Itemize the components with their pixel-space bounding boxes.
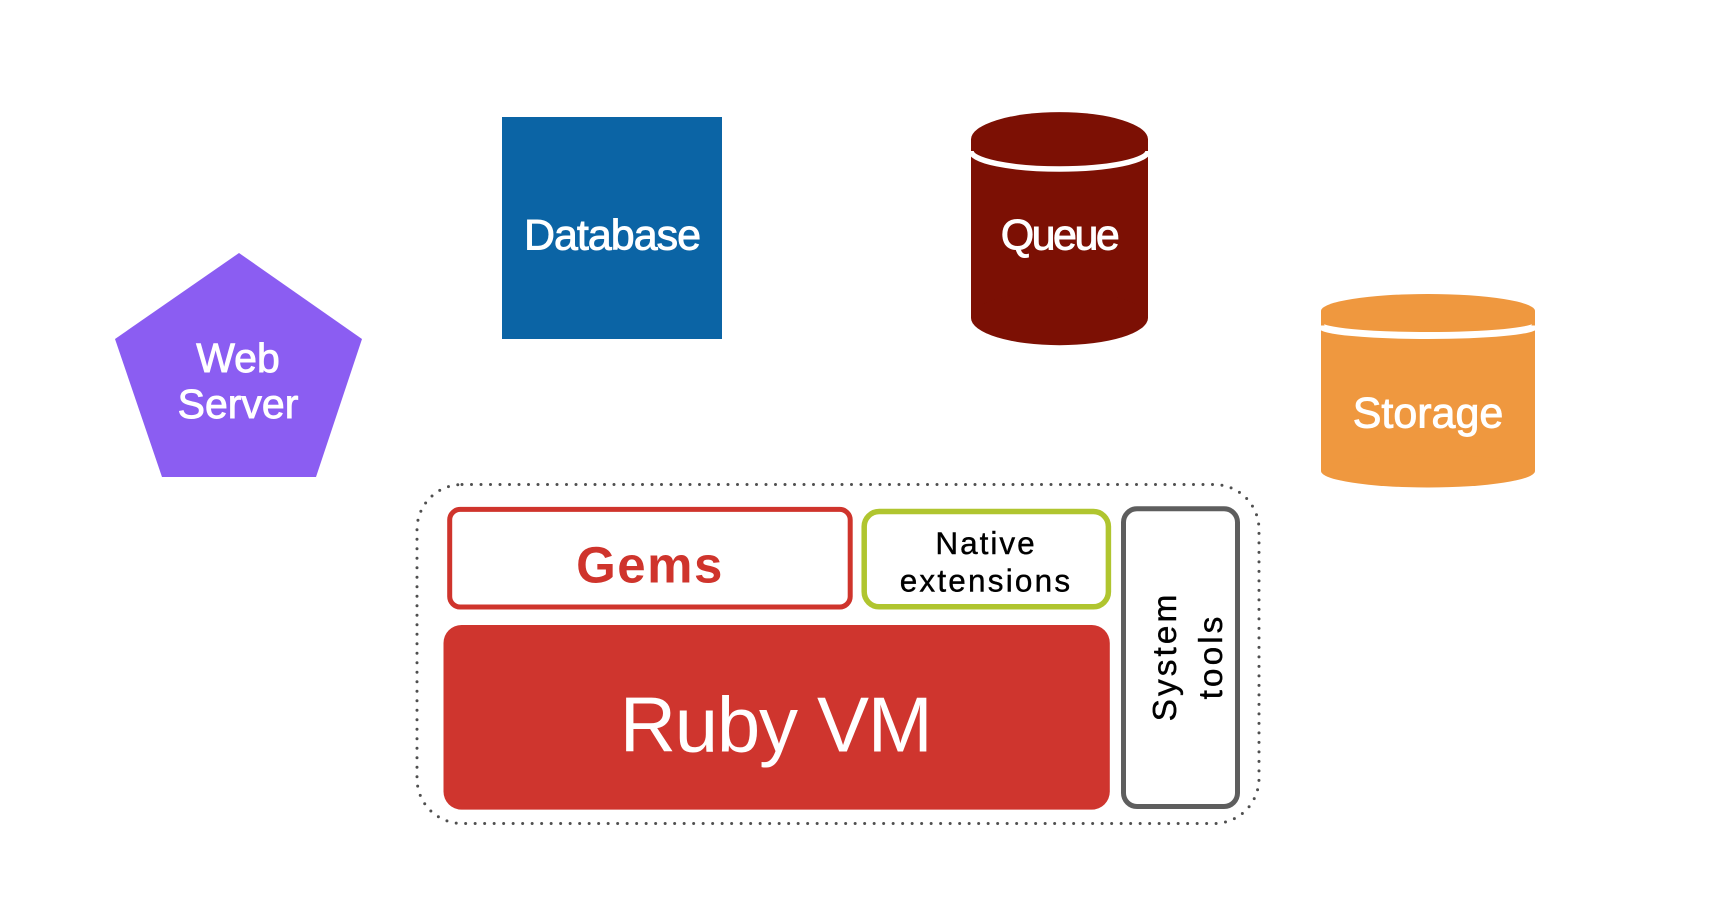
- svg-text:Web: Web: [196, 335, 280, 381]
- svg-text:Native: Native: [935, 525, 1036, 561]
- svg-text:System: System: [1147, 592, 1184, 722]
- svg-text:Queue: Queue: [1001, 212, 1118, 260]
- svg-text:Ruby VM: Ruby VM: [620, 681, 932, 769]
- svg-text:Gems: Gems: [576, 537, 724, 594]
- svg-text:Server: Server: [178, 381, 299, 427]
- svg-text:Storage: Storage: [1353, 390, 1504, 438]
- svg-text:extensions: extensions: [900, 563, 1073, 599]
- svg-text:tools: tools: [1193, 614, 1230, 700]
- svg-text:Database: Database: [524, 212, 700, 260]
